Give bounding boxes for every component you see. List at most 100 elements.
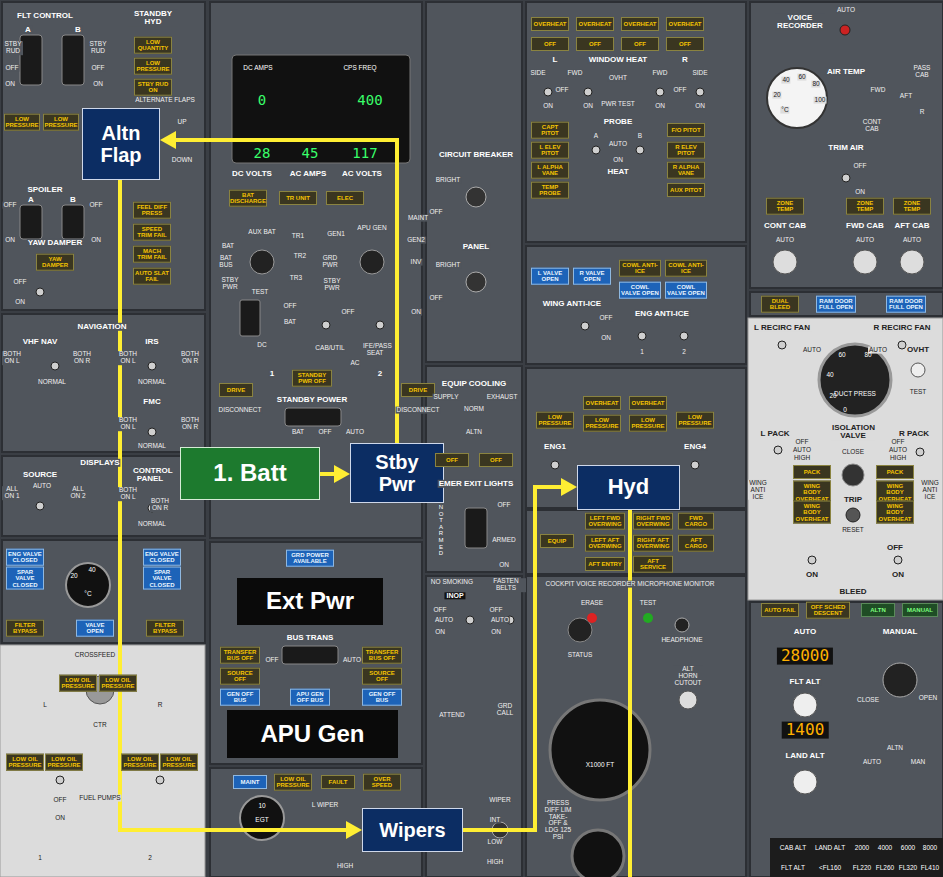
temp-gauge: [66, 563, 110, 607]
panel-label: AFT CAB: [893, 222, 930, 230]
panel-label: VHF NAV: [22, 338, 59, 346]
annunciator-light: AFT ENTRY: [585, 557, 625, 571]
panel-label: IRS: [144, 338, 159, 346]
panel-label: OFF: [283, 303, 298, 310]
panel-label: HEAT: [606, 168, 629, 176]
annunciator-light: ZONE TEMP: [766, 198, 804, 215]
toggle-switch: [774, 446, 782, 454]
panel-label: A: [24, 26, 32, 34]
panel-plate: [2, 456, 205, 536]
toggle-switch: [544, 88, 552, 96]
panel-label: CONTROL PANEL: [132, 467, 168, 484]
annunciator-light: OFF: [576, 37, 614, 51]
ovht-test-button: [911, 363, 925, 377]
panel-label: OFF: [429, 209, 444, 216]
panel-label: OFF: [853, 163, 868, 170]
display-readout: 0: [258, 93, 266, 108]
panel-label: ON: [612, 157, 624, 164]
panel-label: FL410: [921, 865, 939, 872]
annunciator-light: OVERHEAT: [629, 396, 667, 410]
panel-label: HIGH: [486, 859, 504, 866]
panel-label: 2: [377, 370, 383, 378]
test-button: [643, 613, 653, 623]
panel-label: AUTO: [490, 617, 510, 624]
panel-label: AC: [349, 360, 360, 367]
panel-label: 4000: [878, 845, 892, 852]
annunciator-light: R ALPHA VANE: [667, 162, 705, 179]
panel-label: PRESS DIFF LIM TAKE-OFF & LDG 125 PSI: [543, 800, 573, 841]
bleed-panel: [748, 318, 943, 600]
panel-plate: [210, 542, 422, 764]
display-readout: 400: [357, 93, 382, 108]
panel-label: 40: [88, 567, 95, 574]
panel-label: LAND ALT: [815, 845, 845, 852]
annunciator-light: LOW OIL PRESSURE: [6, 754, 44, 771]
connector-arrow: [320, 465, 350, 483]
toggle-switch: [636, 146, 644, 154]
annunciator-light: OFF: [531, 37, 569, 51]
connector-arrow: [463, 478, 577, 830]
annunciator-light: ZONE TEMP: [846, 198, 884, 215]
annunciator-light: FILTER BYPASS: [146, 620, 184, 637]
panel-label: GEN2: [406, 237, 426, 244]
toggle-switches: [36, 25, 924, 784]
annunciator-light: OFF: [666, 37, 704, 51]
panel-label: AUTO: [902, 237, 922, 244]
toggle-switch: [592, 146, 600, 154]
panel-label: WINDOW HEAT: [588, 56, 649, 64]
panel-label: 80: [864, 352, 871, 359]
egt-gauge: [240, 796, 284, 840]
temp-selector: [900, 250, 924, 274]
panel-label: AUTO: [855, 237, 875, 244]
erase-button: [587, 613, 597, 623]
panel-label: OFF: [265, 657, 280, 664]
panel-label: ON: [498, 562, 510, 569]
panel-label: BOTH ON L: [2, 351, 22, 365]
annunciator-light: OFF: [435, 453, 469, 467]
panel-label: ISOLATION VALVE: [831, 424, 875, 441]
panel-label: FL260: [876, 865, 894, 872]
annunciator-light: CAPT PITOT: [531, 122, 569, 139]
panel-label: TR2: [293, 253, 307, 260]
callout-text: Altn Flap: [89, 122, 153, 166]
panel-label: GEN1: [326, 231, 346, 238]
panel-label: ON: [600, 335, 612, 342]
fuel-panel: [0, 645, 205, 877]
annunciator-light: TEMP PROBE: [531, 182, 569, 199]
panel-label: AUTO: [888, 447, 908, 454]
panel-label: TR1: [291, 233, 305, 240]
panel-label: R: [157, 702, 164, 709]
toggle-switch: [691, 461, 699, 469]
panel-label: AUTO: [792, 447, 812, 454]
annunciator-light: ZONE TEMP: [893, 198, 931, 215]
toggle-switch: [551, 461, 559, 469]
toggle-switch: [696, 88, 704, 96]
toggle-switch: [916, 448, 924, 456]
panel-label: 40: [826, 372, 833, 379]
panel-label: FWD: [652, 70, 669, 77]
toggle-switch: [680, 332, 688, 340]
panel-label: SOURCE: [22, 471, 58, 479]
panel-label: FMC: [142, 398, 161, 406]
emer-exit-switch: [465, 508, 487, 548]
panel-label: AUTO: [775, 237, 795, 244]
panel-label: L: [42, 702, 48, 709]
annunciator-light: AFT CARGO: [678, 535, 714, 552]
panel-label: FLT ALT: [781, 865, 805, 872]
panel-label: ATTEND: [438, 712, 466, 719]
panel-label: ON: [410, 309, 422, 316]
panel-label: L RECIRC FAN: [753, 324, 811, 332]
annunciator-light: LOW OIL PRESSURE: [59, 675, 97, 692]
standby-power-switch: [285, 408, 341, 426]
panel-label: OFF: [91, 65, 106, 72]
panel-label: OVHT: [608, 75, 628, 82]
panel-label: CAB ALT: [780, 845, 806, 852]
rotary-selector: [360, 250, 384, 274]
rotary-selector: [250, 250, 274, 274]
callout-box: Hyd: [577, 465, 680, 510]
panel-label: ALL ON 2: [68, 486, 88, 500]
temp-selector: [773, 250, 797, 274]
annunciator-light: LOW PRESSURE: [676, 412, 714, 429]
annunciator-light: TRANSFER BUS OFF: [220, 647, 260, 664]
panel-label: CAB/UTIL: [314, 345, 345, 352]
